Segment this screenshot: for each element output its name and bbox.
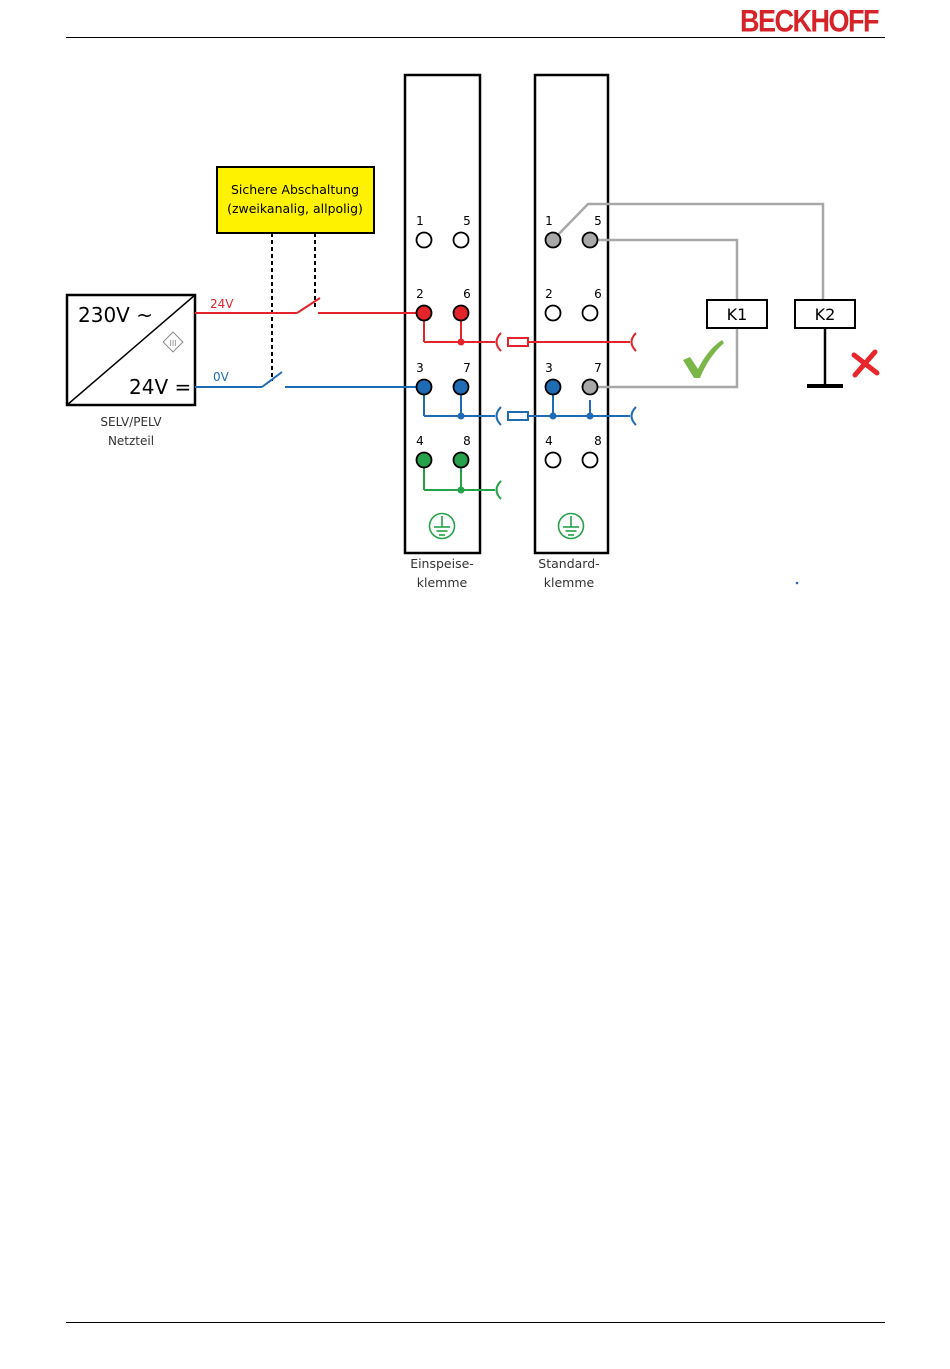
relay-k2-label: K2 — [815, 305, 836, 324]
std-caption-line2: klemme — [544, 575, 595, 590]
relay-k1-label: K1 — [727, 305, 748, 324]
std-pin-label-7: 7 — [594, 361, 602, 375]
cross-icon — [854, 352, 877, 375]
ps-caption-line1: SELV/PELV — [100, 415, 162, 429]
safety-shutdown-box: Sichere Abschaltung (zweikanalig, allpol… — [217, 167, 374, 381]
check-icon — [683, 340, 724, 378]
std-pin-label-1: 1 — [545, 214, 553, 228]
stray-marker — [796, 582, 799, 585]
std-pin-label-2: 2 — [545, 287, 553, 301]
relay-k1: K1 — [707, 300, 767, 328]
relay-k2: K2 — [795, 300, 855, 328]
std-pin-label-4: 4 — [545, 434, 553, 448]
feed-caption-line1: Einspeise- — [410, 556, 474, 571]
std-caption-line1: Standard- — [538, 556, 599, 571]
wire-24v-label: 24V — [210, 297, 234, 311]
feed-pin-label-1: 1 — [416, 214, 424, 228]
std-pin-label-5: 5 — [594, 214, 602, 228]
feed-pin-label-5: 5 — [463, 214, 471, 228]
feed-pin-label-6: 6 — [463, 287, 471, 301]
feed-pin-label-2: 2 — [416, 287, 424, 301]
feed-caption-line2: klemme — [417, 575, 468, 590]
std-pin-label-8: 8 — [594, 434, 602, 448]
protection-class-symbol: III — [169, 339, 176, 348]
safety-line2: (zweikanalig, allpolig) — [227, 201, 363, 216]
safety-line1: Sichere Abschaltung — [231, 182, 359, 197]
std-pin-label-6: 6 — [594, 287, 602, 301]
std-pin-label-3: 3 — [545, 361, 553, 375]
feed-pin-label-8: 8 — [463, 434, 471, 448]
wire-0v-label: 0V — [213, 370, 230, 384]
ps-output-label: 24V = — [129, 375, 191, 399]
feed-pin-label-7: 7 — [463, 361, 471, 375]
feed-pin-label-4: 4 — [416, 434, 424, 448]
feed-pin-label-3: 3 — [416, 361, 424, 375]
ps-input-label: 230V ~ — [78, 303, 153, 327]
ps-caption-line2: Netzteil — [108, 434, 154, 448]
power-supply: 230V ~ 24V = III SELV/PELV Netzteil — [67, 295, 195, 448]
